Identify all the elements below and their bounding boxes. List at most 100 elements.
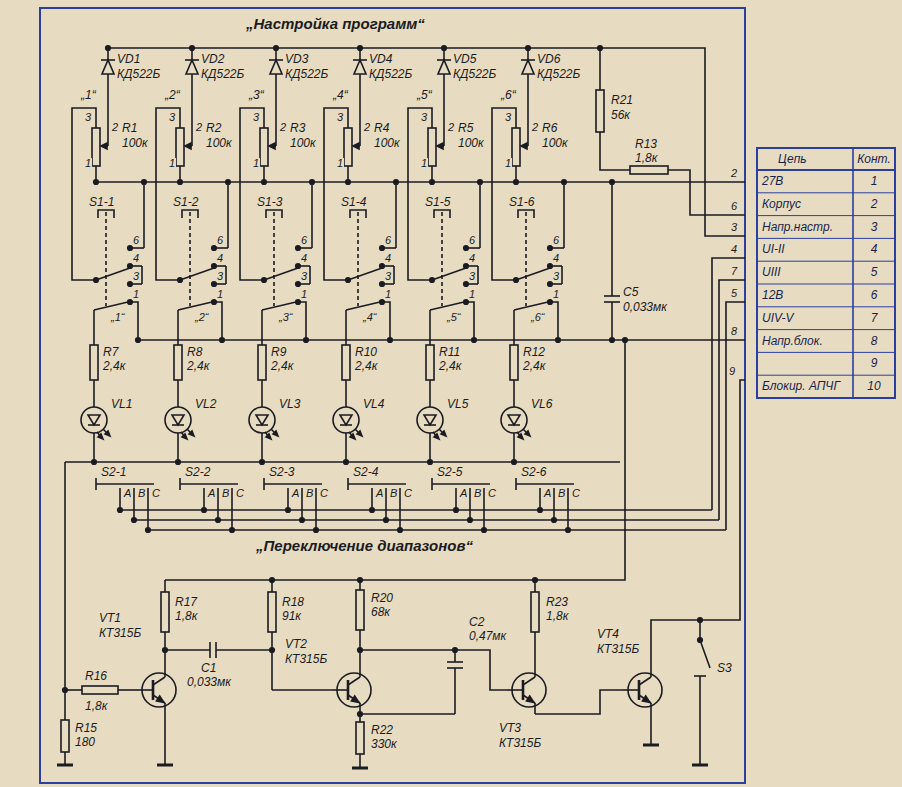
potentiometer-wiper (353, 143, 359, 149)
part-name: VL5 (446, 398, 469, 410)
wire (130, 247, 144, 249)
wire (443, 74, 445, 146)
switch-contact (700, 640, 710, 668)
part-value: КТ315Б (98, 627, 142, 639)
junction-dot (226, 180, 231, 185)
wire (719, 280, 745, 520)
table-grid (757, 352, 895, 353)
resistor-symbol (356, 722, 364, 754)
led-light-arrow (189, 431, 194, 436)
wire (272, 689, 332, 691)
part-name: C5 (622, 286, 639, 298)
table-cell: Корпус (761, 198, 802, 210)
led-light-arrow (182, 434, 187, 439)
transistor-symbol (507, 689, 523, 691)
transistor-arrow (526, 696, 534, 703)
transistor-arrow (642, 696, 650, 703)
led-light-arrow (517, 432, 522, 438)
transistor-symbol (639, 677, 651, 685)
switch-symbol (180, 483, 238, 485)
transistor-symbol (623, 689, 639, 691)
led-light-arrow (439, 429, 445, 435)
section-heading: „Переключение диапазонов“ (255, 538, 474, 553)
wire (483, 488, 485, 530)
part-value: КД522Б (116, 68, 161, 80)
table-cell: 5 (870, 266, 879, 278)
wire (93, 310, 95, 345)
resistor-symbol (630, 166, 668, 174)
wire-number: 5 (730, 288, 738, 299)
ground-symbol (157, 764, 173, 767)
wire (191, 74, 193, 146)
wire (479, 182, 481, 248)
pin-number: 3 (300, 271, 308, 282)
part-name: VD5 (452, 53, 477, 65)
contact-letter: C (571, 488, 581, 499)
contact-letter: A (375, 488, 384, 499)
pin-number: 3 (168, 112, 176, 123)
table-grid (757, 284, 895, 285)
junction-dot (178, 180, 183, 185)
wire (141, 266, 143, 284)
part-value: 2,4к (354, 360, 378, 372)
part-value: КД522Б (284, 68, 329, 80)
part-name: S2-2 (184, 466, 211, 478)
resistor-symbol (174, 345, 182, 380)
switch-actuator (357, 212, 359, 306)
junction-dot (346, 278, 351, 283)
transistor-symbol (650, 666, 652, 677)
contact-letter: B (473, 488, 482, 499)
part-name: R2 (205, 122, 222, 134)
table-cell: 4 (870, 243, 879, 255)
wire (298, 247, 312, 249)
wire (65, 461, 620, 463)
resistor-symbol (428, 128, 436, 166)
part-name: S1-5 (424, 196, 451, 208)
part-name: S2-3 (268, 466, 295, 478)
part-value: 91к (281, 610, 302, 622)
diode-symbol (522, 60, 534, 74)
wire (298, 265, 310, 267)
switch-contact (348, 268, 382, 280)
wire (466, 265, 478, 267)
transistor-symbol (153, 677, 165, 685)
program-number: „4“ (332, 89, 349, 101)
wire (148, 529, 726, 531)
led-light-arrow (273, 431, 278, 436)
pin-number: 2 (447, 122, 455, 133)
pin-number: 1 (552, 289, 560, 300)
wire (130, 302, 138, 340)
table-grid (757, 329, 895, 330)
part-name: R22 (370, 724, 394, 736)
led-light-arrow (187, 429, 193, 435)
wire (359, 754, 361, 768)
transistor-symbol (650, 703, 652, 714)
diode-symbol (186, 60, 198, 74)
led-symbol (88, 415, 100, 425)
part-name: R9 (270, 346, 287, 358)
diode-symbol (270, 60, 282, 74)
wire (271, 580, 273, 592)
program-number: „1“ (110, 312, 125, 323)
wire-number: 8 (730, 326, 738, 337)
resistor-symbol (596, 90, 604, 132)
wire (324, 108, 348, 280)
switch-actuator (441, 212, 443, 306)
transistor-symbol (153, 695, 165, 703)
led-light-arrow (433, 432, 438, 438)
part-value: КД522Б (452, 68, 497, 80)
junction-dot (262, 180, 267, 185)
led-symbol (172, 415, 184, 425)
wire (599, 48, 601, 90)
switch-contact (262, 302, 296, 310)
wire (164, 580, 166, 592)
part-name: R8 (186, 346, 203, 358)
resistor-symbol (61, 720, 69, 752)
transistor-symbol (332, 689, 348, 691)
contact-letter: B (221, 488, 230, 499)
wire (563, 182, 565, 248)
wire (553, 488, 555, 520)
wire (466, 247, 480, 249)
contact-letter: B (557, 488, 566, 499)
wire (93, 433, 95, 462)
